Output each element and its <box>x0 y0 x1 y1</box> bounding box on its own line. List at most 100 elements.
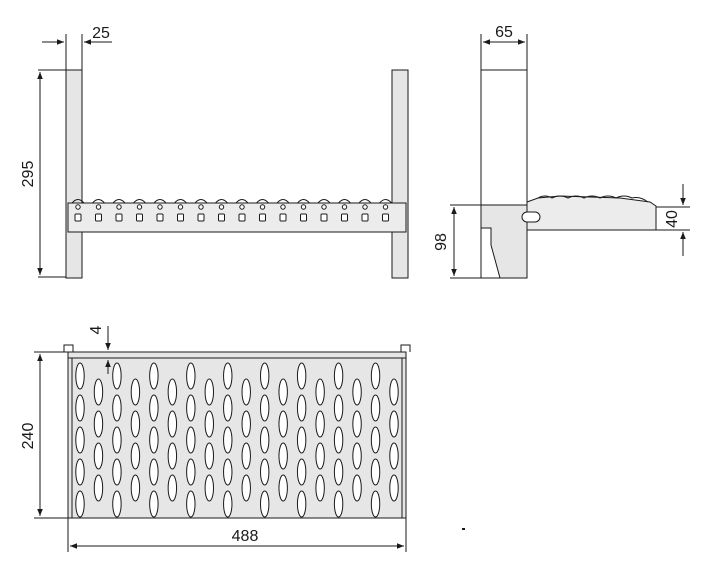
tread-slot <box>341 213 348 222</box>
perforation-hole <box>315 442 325 470</box>
perforation-hole <box>296 362 307 390</box>
perforation-hole <box>93 410 104 438</box>
perforation-hole <box>93 442 104 470</box>
perforation-hole <box>75 362 85 390</box>
tread-slot <box>259 213 266 222</box>
dim-tread-thickness-label: 40 <box>664 210 681 228</box>
tread-tooth-hole <box>75 204 81 210</box>
perforation-hole <box>186 458 196 486</box>
side-view: 65 98 40 <box>433 24 690 279</box>
perforation-hole <box>112 394 122 422</box>
pivot-slot <box>521 211 541 223</box>
perforation-grid <box>75 362 399 518</box>
perforation-hole <box>241 410 251 438</box>
tread-tooth-hole <box>300 204 307 210</box>
dim-front-height: 295 <box>20 69 66 278</box>
perforation-hole <box>352 442 362 470</box>
dim-plan-width-label: 488 <box>232 528 259 545</box>
dim-side-height-label: 98 <box>433 233 450 251</box>
plan-plate <box>67 351 407 519</box>
tread-beam <box>67 202 407 233</box>
tread-slot <box>320 213 328 222</box>
perforation-hole <box>389 410 399 438</box>
perforation-hole <box>223 362 233 390</box>
perforation-hole <box>93 378 104 406</box>
tread-slot <box>382 213 389 222</box>
dim-plan-offset-label: 4 <box>88 325 105 334</box>
perforation-hole <box>75 426 85 454</box>
right-post <box>391 69 409 279</box>
perforation-hole <box>167 410 178 438</box>
perforation-hole <box>167 474 178 502</box>
perforation-hole <box>333 490 344 518</box>
plan-view: 4 240 488 <box>20 325 411 552</box>
perforation-hole <box>260 426 270 454</box>
dim-side-depth-label: 65 <box>495 24 513 41</box>
tread-tooth-hole <box>259 204 266 210</box>
tread-tooth-hole <box>95 204 102 210</box>
perforation-hole <box>278 378 288 406</box>
tread-tooth-hole <box>177 204 184 210</box>
perforation-hole <box>223 394 233 422</box>
tread-slot <box>95 213 102 222</box>
perforation-hole <box>370 362 381 390</box>
perforation-hole <box>370 490 381 518</box>
perforation-hole <box>223 458 233 486</box>
perforation-hole <box>296 394 307 422</box>
perforation-hole <box>260 490 270 518</box>
side-tread-profile <box>526 195 657 231</box>
perforation-hole <box>296 490 307 518</box>
tread-slot <box>74 213 82 222</box>
perforation-hole <box>241 474 251 502</box>
left-post <box>65 69 83 279</box>
perforation-hole <box>112 426 122 454</box>
perforation-hole <box>204 410 214 438</box>
perforation-hole <box>130 442 141 470</box>
perforation-hole <box>186 362 196 390</box>
perforation-hole <box>315 410 325 438</box>
tread-slot <box>238 213 246 222</box>
plan-left-hook <box>63 344 74 352</box>
tread-slot <box>279 213 287 222</box>
perforation-hole <box>130 378 141 406</box>
dim-plan-width: 488 <box>67 518 407 552</box>
tread-slot <box>136 213 143 222</box>
perforation-hole <box>296 458 307 486</box>
tread-tooth-hole <box>362 204 368 210</box>
perforation-hole <box>149 362 159 390</box>
perforation-hole <box>130 474 141 502</box>
perforation-hole <box>149 490 159 518</box>
tread-slot <box>115 213 123 222</box>
perforation-hole <box>389 474 399 502</box>
perforation-hole <box>333 394 344 422</box>
perforation-hole <box>389 378 399 406</box>
perforation-hole <box>241 442 251 470</box>
perforation-hole <box>352 410 362 438</box>
stray-mark <box>462 528 465 530</box>
tread-tooth-hole <box>280 204 286 210</box>
perforation-hole <box>278 410 288 438</box>
perforation-hole <box>333 426 344 454</box>
plan-right-hook <box>400 344 411 352</box>
dim-tread-thickness: 40 <box>656 184 690 256</box>
dim-plan-depth: 240 <box>20 351 68 519</box>
tread-tooth-hole <box>239 204 245 210</box>
perforation-hole <box>260 394 270 422</box>
dim-side-depth: 65 <box>480 24 528 70</box>
dim-post-width-label: 25 <box>92 25 110 42</box>
dim-post-width: 25 <box>42 25 112 70</box>
tread-slots <box>74 204 389 222</box>
tread-slot <box>177 213 184 222</box>
tread-tooth-hole <box>218 204 225 210</box>
tread-tooth-hole <box>321 204 327 210</box>
perforation-hole <box>112 458 122 486</box>
perforation-hole <box>75 394 85 422</box>
tread-tooth-hole <box>136 204 143 210</box>
dim-plan-offset: 4 <box>76 325 118 374</box>
perforation-hole <box>167 442 178 470</box>
perforation-hole <box>204 442 214 470</box>
perforation-hole <box>389 442 399 470</box>
perforation-hole <box>370 426 381 454</box>
perforation-hole <box>93 474 104 502</box>
